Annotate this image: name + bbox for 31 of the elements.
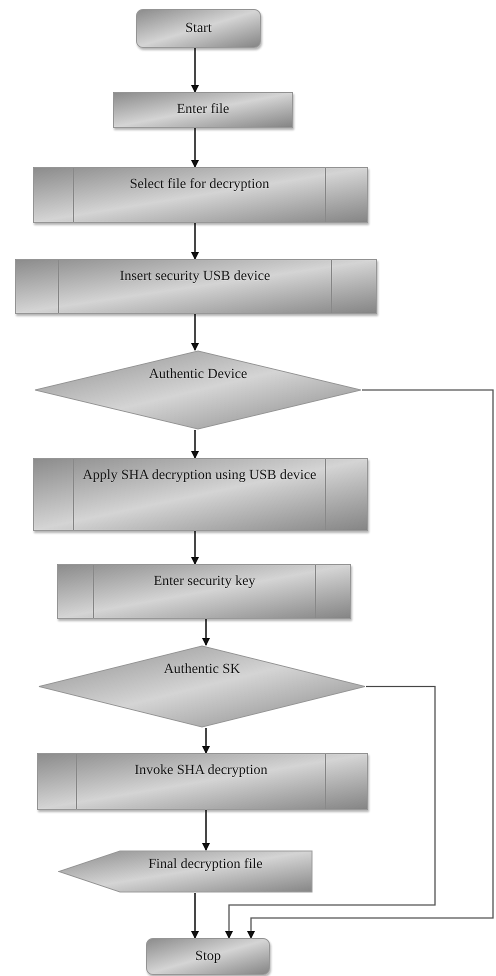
step-label: Apply SHA decryption using USB device (82, 467, 316, 485)
arrow (225, 686, 436, 939)
step-label: Stop (195, 948, 221, 966)
arrow (191, 893, 199, 939)
step-label: Final decryption file (148, 856, 263, 874)
arrow (191, 48, 199, 93)
arrow (202, 810, 210, 851)
process-box (113, 92, 293, 128)
step-label: Enter security key (154, 573, 256, 591)
predefined-process-box (33, 458, 368, 531)
arrow (202, 728, 210, 754)
arrow (191, 314, 199, 351)
terminal-box (136, 9, 261, 48)
step-label: Select file for decryption (130, 176, 270, 194)
step-label: Authentic Device (148, 366, 248, 384)
step-label: Insert security USB device (120, 268, 270, 286)
predefined-process-box (15, 259, 377, 314)
arrow (191, 223, 199, 260)
step-label: Invoke SHA decryption (134, 762, 268, 780)
predefined-process-box (57, 564, 351, 619)
step-label: Start (185, 20, 212, 38)
arrow (191, 128, 199, 168)
step-label: Authentic SK (164, 661, 240, 679)
predefined-process-box (33, 167, 368, 223)
arrow (247, 389, 494, 939)
predefined-process-box (37, 753, 368, 810)
arrow (191, 430, 199, 459)
step-label: Enter file (176, 101, 230, 119)
arrow (202, 619, 210, 646)
arrow (191, 531, 199, 565)
terminal-box (146, 938, 270, 975)
